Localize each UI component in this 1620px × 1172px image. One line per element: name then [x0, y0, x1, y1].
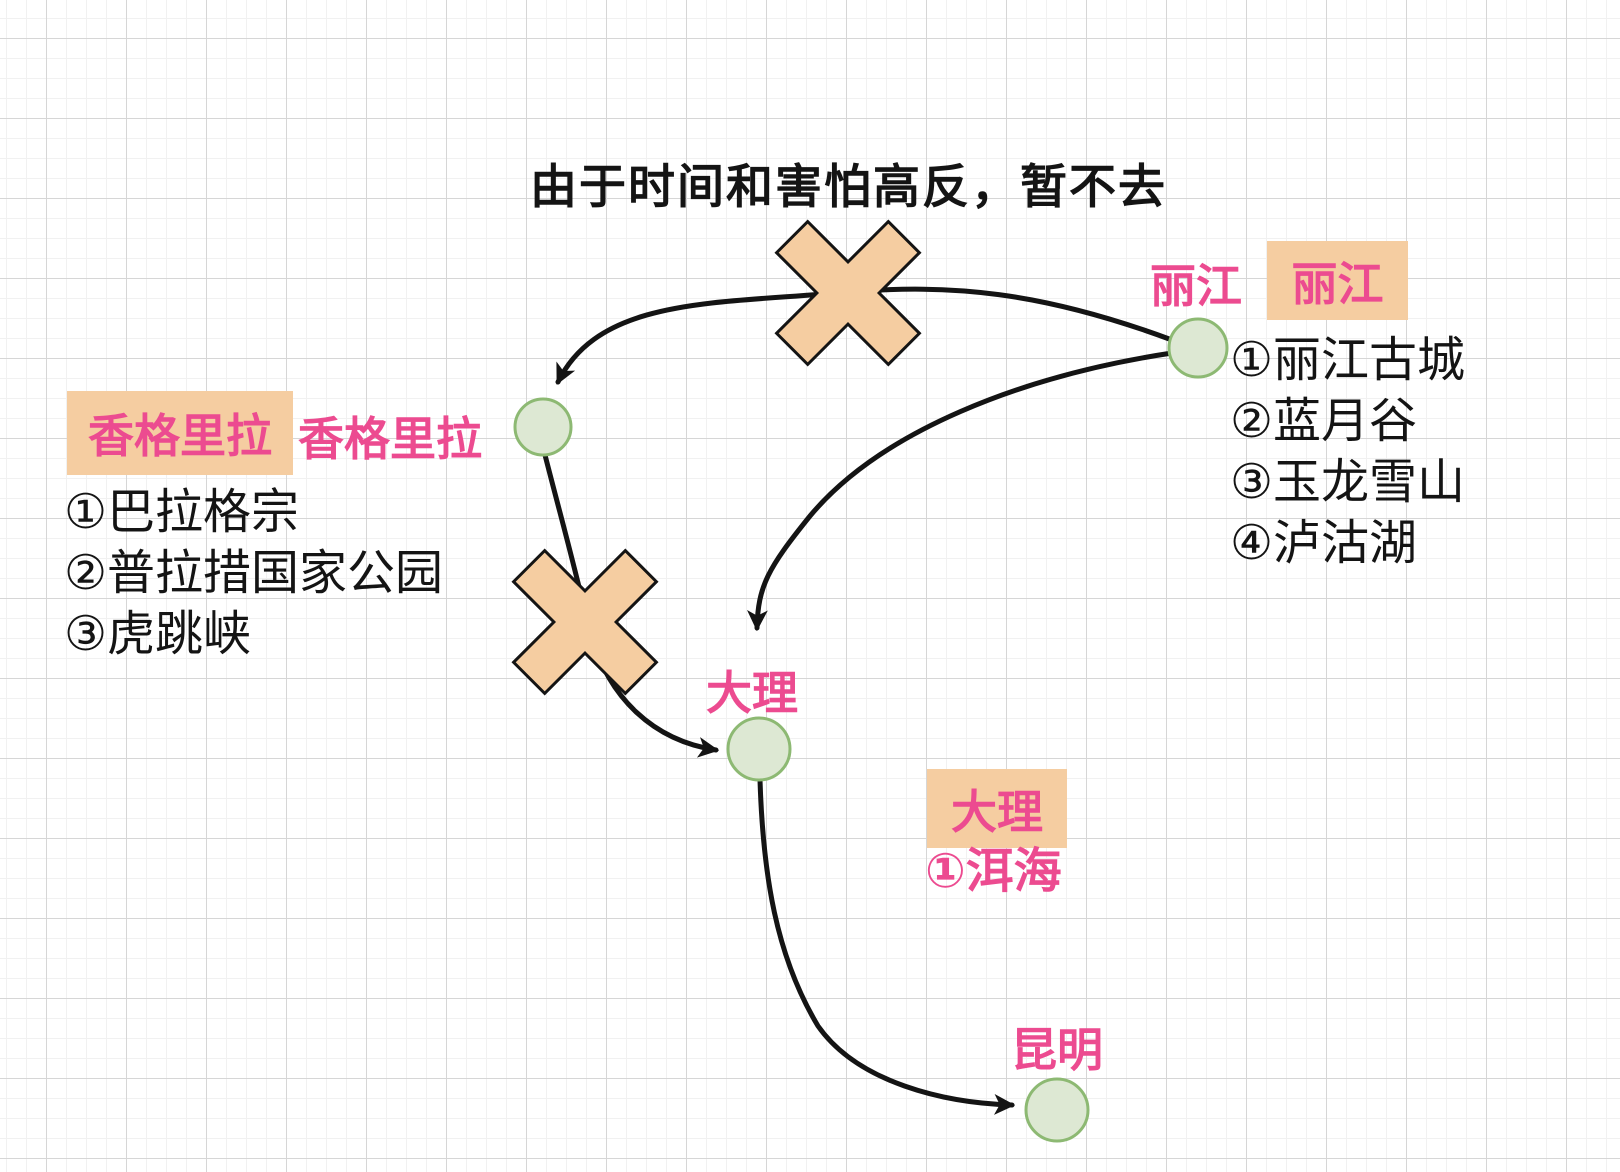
attraction-item: ②蓝月谷 — [1230, 395, 1418, 448]
x-mark-lijiang-shangrila-icon[interactable] — [736, 181, 959, 404]
node-kunming[interactable] — [1024, 1077, 1090, 1143]
x-mark-shangrila-dali-icon[interactable] — [473, 510, 696, 733]
attraction-item: ①洱海 — [925, 845, 1062, 898]
label-shangrila[interactable]: 香格里拉 — [298, 413, 482, 465]
attraction-item: ②普拉措国家公园 — [64, 547, 444, 600]
attraction-list-shangrila[interactable]: ①巴拉格宗 ②普拉措国家公园 ③虎跳峡 — [64, 482, 443, 665]
attraction-item: ③玉龙雪山 — [1230, 456, 1466, 509]
note-text[interactable]: 由于时间和害怕高反，暂不去 — [530, 160, 1167, 213]
node-shangrila[interactable] — [513, 397, 573, 457]
tag-shangrila[interactable]: 香格里拉 — [67, 391, 293, 475]
node-dali[interactable] — [726, 716, 792, 782]
tag-shangrila-text: 香格里拉 — [88, 410, 272, 462]
attraction-item: ①丽江古城 — [1230, 334, 1466, 387]
attraction-list-lijiang[interactable]: ①丽江古城 ②蓝月谷 ③玉龙雪山 ④泸沽湖 — [1230, 330, 1465, 574]
node-lijiang[interactable] — [1167, 317, 1229, 379]
tag-lijiang[interactable]: 丽江 — [1267, 241, 1408, 320]
label-lijiang[interactable]: 丽江 — [1150, 260, 1242, 312]
tag-lijiang-text: 丽江 — [1291, 257, 1384, 310]
arrow-lijiang-to-dali[interactable] — [747, 350, 1175, 632]
attraction-item: ③虎跳峡 — [64, 608, 252, 661]
tag-dali-text: 大理 — [951, 785, 1043, 838]
attraction-item: ④泸沽湖 — [1230, 517, 1418, 570]
label-kunming[interactable]: 昆明 — [1011, 1024, 1103, 1076]
arrow-dali-to-kunming[interactable] — [757, 777, 1016, 1115]
label-dali[interactable]: 大理 — [706, 667, 798, 719]
x-shape — [774, 219, 922, 367]
attraction-list-dali[interactable]: ①洱海 — [925, 841, 1062, 902]
tag-dali[interactable]: 大理 — [927, 769, 1067, 848]
attraction-item: ①巴拉格宗 — [64, 486, 300, 539]
x-shape — [511, 548, 659, 696]
